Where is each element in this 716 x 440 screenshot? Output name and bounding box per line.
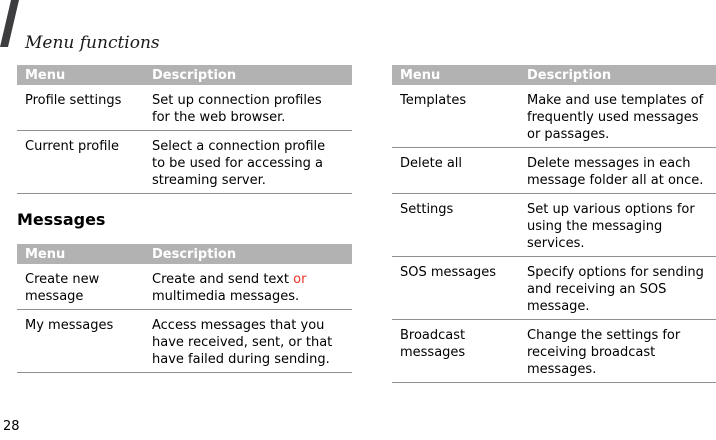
description-column-header: Description <box>527 67 612 83</box>
menu-column-header: Menu <box>25 246 66 262</box>
page-number: 28 <box>3 419 20 434</box>
menu-cell: Templates <box>400 93 467 108</box>
description-cell: Select a connection profile to be used f… <box>152 139 326 188</box>
menu-cell: Profile settings <box>25 93 122 108</box>
browser-settings-table: Menu Description Profile settings Set up… <box>17 65 352 194</box>
table-row: Delete all Delete messages in each messa… <box>392 148 716 194</box>
highlighted-text: or <box>293 272 307 287</box>
menu-column-header: Menu <box>25 67 66 83</box>
description-cell: Access messages that you have received, … <box>152 318 333 367</box>
menu-cell: Broadcast messages <box>400 328 466 360</box>
left-column: Menu Description Profile settings Set up… <box>17 65 352 373</box>
table-row: Broadcast messages Change the settings f… <box>392 320 716 383</box>
table-row: Profile settings Set up connection profi… <box>17 85 352 131</box>
menu-cell: Current profile <box>25 139 120 154</box>
description-cell: Set up connection profiles for the web b… <box>152 93 322 125</box>
table-row: My messages Access messages that you hav… <box>17 310 352 373</box>
right-column: Menu Description Templates Make and use … <box>392 65 716 383</box>
table-row: Settings Set up various options for usin… <box>392 194 716 257</box>
description-cell: Set up various options for using the mes… <box>527 202 695 251</box>
description-cell: Make and use templates of frequently use… <box>527 93 704 142</box>
menu-cell: SOS messages <box>400 265 497 280</box>
table-header-row: Menu Description <box>392 65 716 85</box>
description-cell: Create and send text or multimedia messa… <box>152 264 352 309</box>
description-column-header: Description <box>152 246 237 262</box>
messages-table: Menu Description Create new message Crea… <box>17 244 352 373</box>
chapter-corner-bar <box>0 0 20 52</box>
description-text: multimedia messages. <box>152 289 300 304</box>
chapter-title: Menu functions <box>25 33 160 53</box>
menu-cell: My messages <box>25 318 114 333</box>
table-row: SOS messages Specify options for sending… <box>392 257 716 320</box>
messages-table-continued: Menu Description Templates Make and use … <box>392 65 716 383</box>
menu-cell: Create new message <box>25 272 100 304</box>
description-text: Create and send text <box>152 272 294 287</box>
description-cell: Delete messages in each message folder a… <box>527 156 704 188</box>
menu-cell: Settings <box>400 202 454 217</box>
description-cell: Change the settings for receiving broadc… <box>527 328 681 377</box>
corner-slash-icon <box>0 0 19 47</box>
table-row: Templates Make and use templates of freq… <box>392 85 716 148</box>
menu-column-header: Menu <box>400 67 441 83</box>
table-row: Create new message Create and send text … <box>17 264 352 310</box>
description-column-header: Description <box>152 67 237 83</box>
description-cell: Specify options for sending and receivin… <box>527 265 704 314</box>
table-header-row: Menu Description <box>17 65 352 85</box>
menu-cell: Delete all <box>400 156 463 171</box>
section-heading-messages: Messages <box>17 210 106 229</box>
table-row: Current profile Select a connection prof… <box>17 131 352 194</box>
table-header-row: Menu Description <box>17 244 352 264</box>
